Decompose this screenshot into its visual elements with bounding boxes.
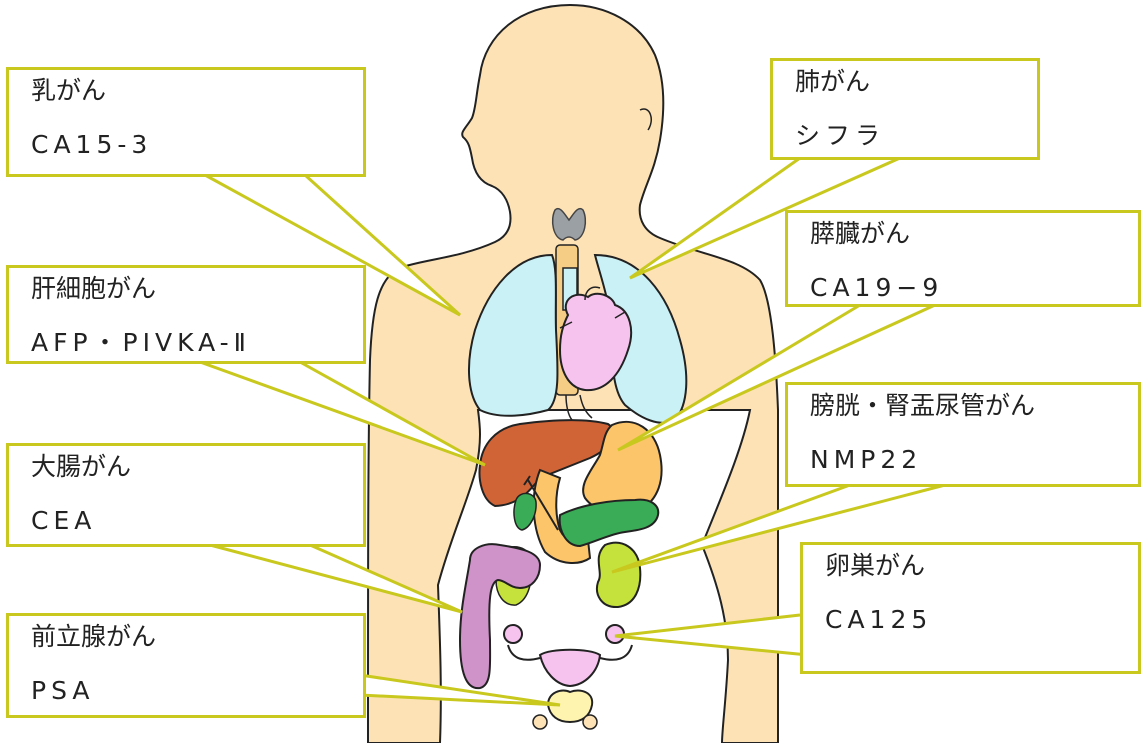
callout-colon: 大腸がん CEA [6, 443, 366, 547]
bladder-cancer-label: 膀胱・腎盂尿管がん [810, 393, 1138, 447]
pancreas-cancer-label: 膵臓がん [810, 221, 1138, 275]
callout-ovary: 卵巣がん CA125 [800, 542, 1141, 674]
colon-marker-label: CEA [31, 508, 363, 533]
ovary-marker-label: CA125 [825, 607, 1138, 632]
pancreas [560, 500, 659, 546]
pancreas-marker-label: CA19−9 [810, 275, 1138, 300]
large-intestine [460, 544, 540, 688]
testis-right [583, 715, 597, 729]
callout-breast: 乳がん CA15-3 [6, 67, 366, 177]
callout-bladder: 膀胱・腎盂尿管がん NMP22 [785, 382, 1141, 487]
gallbladder [514, 493, 536, 530]
prostate-cancer-label: 前立腺がん [31, 624, 363, 678]
colon-cancer-label: 大腸がん [31, 454, 363, 508]
callout-prostate: 前立腺がん PSA [6, 613, 366, 718]
liver-cancer-label: 肝細胞がん [31, 276, 363, 330]
bladder-marker-label: NMP22 [810, 447, 1138, 472]
breast-marker-label: CA15-3 [31, 132, 363, 157]
liver-marker-label: AFP・PIVKA-Ⅱ [31, 330, 363, 355]
breast-cancer-label: 乳がん [31, 78, 363, 132]
callout-pancreas: 膵臓がん CA19−9 [785, 210, 1141, 307]
testis-left [533, 715, 547, 729]
prostate-marker-label: PSA [31, 678, 363, 703]
pointer-ovary [615, 615, 808, 655]
right-kidney [597, 543, 640, 607]
lung-cancer-label: 肺がん [795, 69, 1037, 123]
left-ovary [504, 625, 522, 643]
callout-liver: 肝細胞がん AFP・PIVKA-Ⅱ [6, 265, 366, 364]
lung-marker-label: シフラ [795, 123, 1037, 148]
uterus [540, 650, 600, 686]
callout-lung: 肺がん シフラ [770, 58, 1040, 160]
ovary-cancer-label: 卵巣がん [825, 553, 1138, 607]
